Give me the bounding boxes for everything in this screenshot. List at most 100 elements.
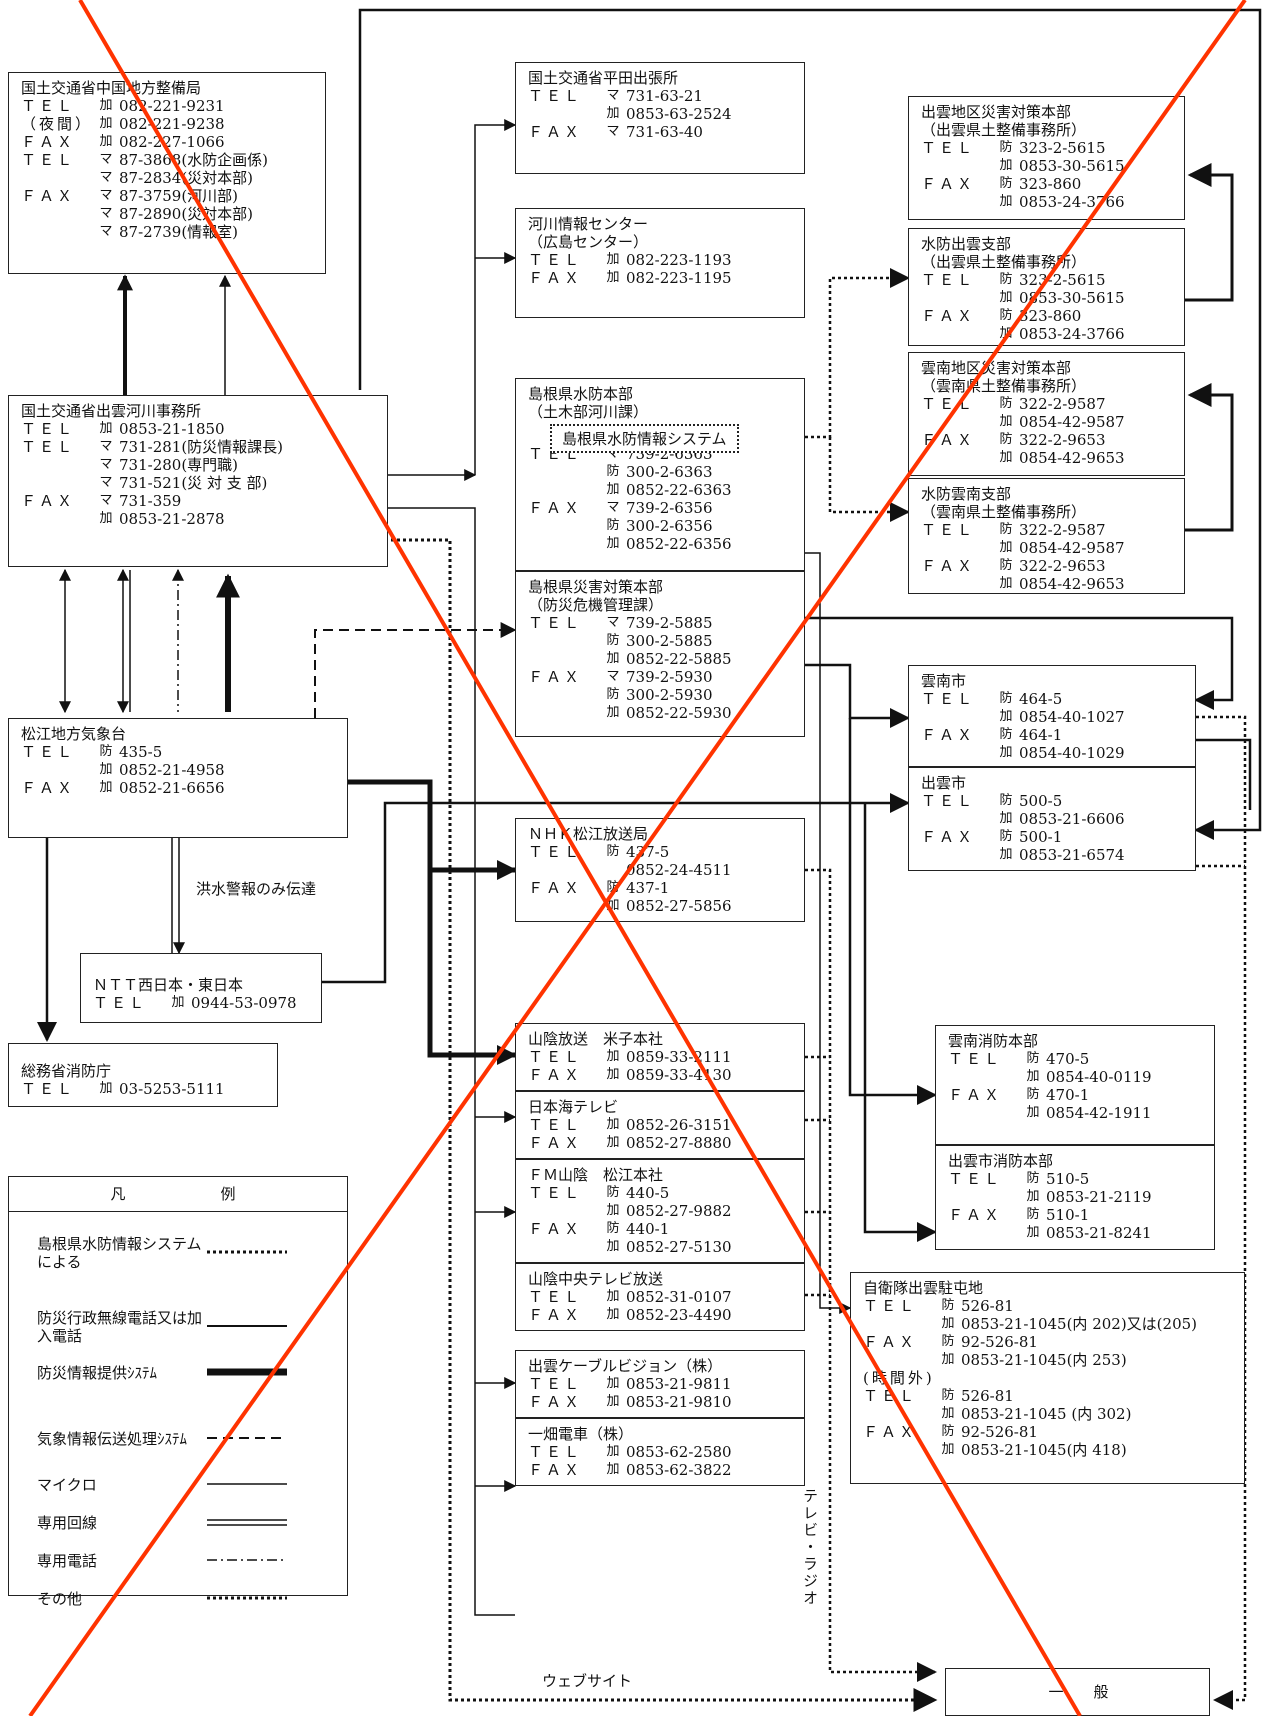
line-type-icon: 加 <box>606 1117 620 1132</box>
line-value: 082-223-1195 <box>626 269 732 287</box>
box-title: 出雲市消防本部 <box>948 1152 1054 1170</box>
line-label <box>528 1202 600 1220</box>
line-type-icon: 加 <box>999 414 1013 429</box>
box-title: 総務省消防庁 <box>21 1062 112 1080</box>
line-value: 440-5 <box>626 1184 670 1202</box>
line-label: ＴＥＬ <box>528 843 583 861</box>
line-type-icon: 加 <box>941 1316 955 1331</box>
line-value: 0854-42-1911 <box>1046 1104 1152 1122</box>
line-type-icon: 防 <box>1026 1087 1040 1102</box>
shimane-suibo-system-label: 島根県水防情報システム <box>550 424 739 453</box>
line-value: 0853-21-6574 <box>1019 846 1125 864</box>
line-value: 0852-21-6656 <box>119 779 225 797</box>
line-label: ＦＡＸ <box>528 1220 583 1238</box>
line-label: ＦＡＸ <box>921 175 976 193</box>
line-type-icon: 加 <box>99 116 113 131</box>
line-value: 0854-42-9587 <box>1019 413 1125 431</box>
box-subtitle: （雲南県土整備事務所） <box>921 503 1087 521</box>
flood-warning-only-label: 洪水警報のみ伝達 <box>196 880 317 898</box>
legend-item-label: マイクロ <box>37 1476 97 1494</box>
line-type-icon: 加 <box>99 1081 113 1096</box>
line-label: ＦＡＸ <box>948 1206 1003 1224</box>
line-type-icon: 防 <box>606 844 620 859</box>
line-value: 526-81 <box>961 1387 1014 1405</box>
line-type-icon: 加 <box>606 651 620 666</box>
line-value: 0853-21-1045(内 202)又は(205) <box>961 1315 1198 1333</box>
line-type-icon: 防 <box>999 140 1013 155</box>
line-label: ＦＡＸ <box>528 499 583 517</box>
legend-line-sample <box>207 1552 287 1570</box>
line-value: 322-2-9653 <box>1019 431 1106 449</box>
line-type-icon: 防 <box>999 522 1013 537</box>
line-label <box>528 517 600 535</box>
line-label <box>21 169 93 187</box>
line-type-icon: 加 <box>99 421 113 436</box>
line-type-icon: 加 <box>606 898 620 913</box>
line-value: 731-63-21 <box>626 87 703 105</box>
line-value: 470-1 <box>1046 1086 1090 1104</box>
line-label <box>528 897 600 915</box>
line-value: 322-2-9587 <box>1019 521 1106 539</box>
line-value: 0852-22-5930 <box>626 704 732 722</box>
line-value: 0852-31-0107 <box>626 1288 732 1306</box>
line-label: ＴＥＬ <box>21 1080 76 1098</box>
line-value: 300-2-6356 <box>626 517 713 535</box>
line-value: 0852-27-9882 <box>626 1202 732 1220</box>
line-type-icon: 加 <box>99 98 113 113</box>
line-value: 0854-42-9587 <box>1019 539 1125 557</box>
line-label <box>528 650 600 668</box>
line-label <box>863 1351 935 1369</box>
line-type-icon: マ <box>99 206 113 221</box>
line-type-icon: 加 <box>606 536 620 551</box>
line-value: 0852-26-3151 <box>626 1116 732 1134</box>
line-label: ＦＡＸ <box>921 828 976 846</box>
legend: 凡 例 島根県水防情報システムによる防災行政無線電話又は加入電話防災情報提供ｼｽ… <box>8 1176 348 1608</box>
line-label <box>948 1188 1020 1206</box>
legend-item-label: 専用電話 <box>37 1552 98 1570</box>
line-type-icon <box>935 1369 961 1387</box>
line-label: ＦＡＸ <box>21 133 76 151</box>
line-label: (時間外) <box>863 1369 935 1387</box>
line-type-icon: 防 <box>999 176 1013 191</box>
line-label <box>528 704 600 722</box>
line-label <box>528 105 600 123</box>
line-label: ＦＡＸ <box>21 187 76 205</box>
line-type-icon: 加 <box>606 1444 620 1459</box>
line-type-icon: 加 <box>941 1406 955 1421</box>
legend-item: 防災行政無線電話又は加入電話 <box>37 1309 337 1345</box>
line-label <box>21 223 93 241</box>
line-type-icon: 防 <box>941 1424 955 1439</box>
legend-line-sample <box>207 1364 287 1382</box>
legend-line-sample <box>207 1476 287 1494</box>
line-type-icon: マ <box>606 615 620 630</box>
line-label: ＦＡＸ <box>863 1333 918 1351</box>
line-value: 437-1 <box>626 879 670 897</box>
line-label: ＴＥＬ <box>528 1375 583 1393</box>
line-label <box>921 810 993 828</box>
line-type-icon: 防 <box>941 1334 955 1349</box>
line-type-icon: マ <box>99 475 113 490</box>
